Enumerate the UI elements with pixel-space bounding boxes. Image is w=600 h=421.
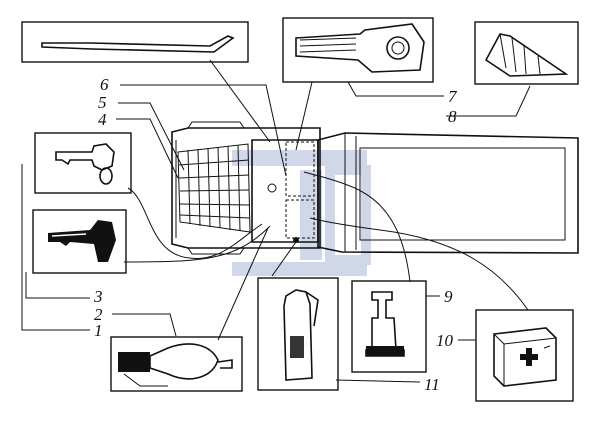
callout-1: 1 xyxy=(94,321,103,340)
fire-extinguisher-icon xyxy=(283,289,313,381)
callout-4: 4 xyxy=(98,110,107,129)
inset-box xyxy=(257,277,339,391)
part-door-key xyxy=(32,209,127,274)
cab-floor xyxy=(251,139,319,243)
crank-handle-icon xyxy=(41,35,235,53)
gear-lever-icon xyxy=(267,183,277,193)
callout-8: 8 xyxy=(448,107,457,126)
callout-11: 11 xyxy=(424,375,440,394)
callout-10: 10 xyxy=(436,331,454,350)
leader-lines xyxy=(21,59,531,383)
inset-box xyxy=(21,21,249,63)
part-first-aid-kit xyxy=(475,309,574,402)
callout-3: 3 xyxy=(93,287,103,306)
part-wheel-chock xyxy=(474,21,579,85)
tire-pump-icon xyxy=(118,352,150,372)
part-ignition-key xyxy=(34,132,132,194)
watermark xyxy=(232,150,371,276)
platform-inner-edge xyxy=(359,147,566,241)
callout-9: 9 xyxy=(444,287,453,306)
part-bottle-jack xyxy=(351,280,427,373)
wheel-chock-icon xyxy=(484,33,569,77)
callout-5: 5 xyxy=(98,93,107,112)
part-wheel-wrench xyxy=(282,17,434,83)
radiator-grille xyxy=(177,143,251,233)
inset-box xyxy=(282,17,434,83)
seat-cushion-top xyxy=(285,141,315,197)
inset-box xyxy=(351,280,427,373)
inset-box xyxy=(34,132,132,194)
part-crank-handle xyxy=(21,21,249,63)
seat-cushion-bottom xyxy=(285,199,315,239)
callout-labels: 1 2 3 4 5 6 7 8 9 10 11 xyxy=(93,75,458,394)
part-tire-pump xyxy=(110,336,243,392)
watermark-letter xyxy=(300,170,322,260)
front-wheel-arch-bottom xyxy=(187,247,245,255)
callout-2: 2 xyxy=(94,305,103,324)
wrench-socket xyxy=(386,36,410,60)
callout-6: 6 xyxy=(100,75,109,94)
ignition-key-icon xyxy=(55,143,115,171)
callout-7: 7 xyxy=(448,87,458,106)
vehicle-outline xyxy=(171,121,579,255)
watermark-letter xyxy=(325,165,371,265)
mount-point xyxy=(293,237,299,243)
front-wheel-arch-top xyxy=(187,121,245,129)
first-aid-kit-icon xyxy=(493,327,557,387)
door-key-icon xyxy=(48,220,116,262)
part-fire-extinguisher xyxy=(257,277,339,391)
watermark-bar-bottom xyxy=(232,262,367,276)
cab-body xyxy=(171,127,321,249)
wheel-wrench-icon xyxy=(295,23,425,73)
watermark-bar-top xyxy=(232,150,367,166)
